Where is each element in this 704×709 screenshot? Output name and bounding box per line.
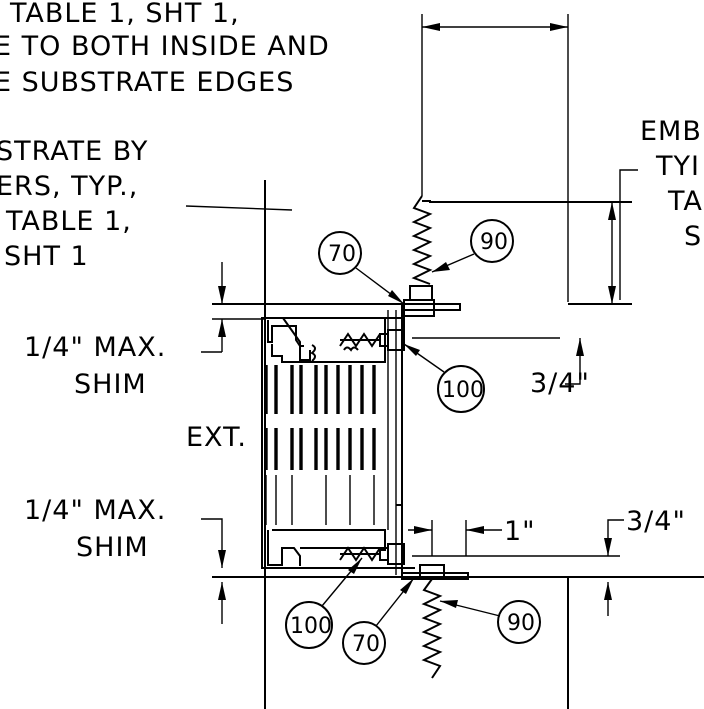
- extrusion-hatch: [264, 365, 376, 525]
- bottom-shim-label-line-2: SHIM: [76, 532, 149, 563]
- dim-1-label: 1": [504, 516, 536, 547]
- bottom-shim-label: 1/4" MAX. SHIM: [24, 495, 166, 563]
- embed-note: EMB TYI TA S: [640, 116, 703, 252]
- lower-3-4-dimension: [412, 519, 624, 616]
- substrate-note-line-4: SHT 1: [4, 241, 89, 272]
- substrate-note: STRATE BY ERS, TYP., TABLE 1, SHT 1: [0, 136, 148, 272]
- dim-3-4-upper-label: 3/4": [530, 368, 590, 399]
- substrate-note-line-2: ERS, TYP.,: [0, 171, 138, 202]
- top-shim-label: 1/4" MAX. SHIM: [24, 332, 166, 400]
- top-anchor-clip: [401, 285, 461, 348]
- embed-note-line-4: S: [684, 221, 702, 252]
- embed-note-line-2: TYI: [655, 151, 700, 182]
- callout-70-top-number: 70: [328, 242, 356, 267]
- top-anchor-screw: [411, 195, 433, 285]
- substrate-note-line-1: STRATE BY: [0, 136, 148, 167]
- substrate-leader: [185, 205, 293, 211]
- bottom-shim-dimension: [201, 518, 226, 624]
- callout-100-top-number: 100: [442, 378, 484, 403]
- embed-dimension: [608, 202, 616, 304]
- top-shim-label-line-2: SHIM: [74, 369, 147, 400]
- top-note-line-3: E SUBSTRATE EDGES: [0, 67, 294, 98]
- top-note-line-2: E TO BOTH INSIDE AND: [0, 31, 330, 62]
- top-note: TABLE 1, SHT 1, E TO BOTH INSIDE AND E S…: [0, 0, 330, 98]
- callout-90-top-number: 90: [480, 230, 508, 255]
- dim-3-4-lower-label: 3/4": [626, 506, 686, 537]
- callout-100-top: 100: [403, 343, 485, 413]
- top-shim-label-line-1: 1/4" MAX.: [24, 332, 166, 363]
- one-inch-dimension: [408, 520, 502, 556]
- callout-100-bottom: 100: [285, 557, 363, 649]
- exterior-label: EXT.: [186, 422, 247, 453]
- top-note-line-1: TABLE 1, SHT 1,: [9, 0, 240, 29]
- callout-90-bottom: 90: [439, 600, 541, 644]
- callout-90-top: 90: [431, 219, 514, 273]
- embed-note-line-3: TA: [667, 186, 703, 217]
- lower-substrate: [212, 576, 704, 709]
- bottom-anchor-screw: [421, 578, 443, 679]
- substrate-note-line-3: TABLE 1,: [5, 206, 132, 237]
- top-width-dimension: [421, 14, 569, 302]
- callout-70-bottom: 70: [342, 577, 415, 665]
- top-shim-dimension: [201, 262, 265, 353]
- upper-3-4-dimension: [412, 337, 584, 385]
- callout-70-top: 70: [318, 231, 405, 305]
- callout-90-bottom-number: 90: [507, 611, 535, 636]
- callout-100-bottom-number: 100: [290, 614, 332, 639]
- embed-note-line-1: EMB: [640, 116, 702, 147]
- bottom-frame-screw: [339, 543, 405, 565]
- embed-leader: [619, 169, 638, 300]
- callout-70-bottom-number: 70: [352, 632, 380, 657]
- frame-extrusion: [261, 304, 415, 577]
- top-frame-screw: [339, 329, 405, 351]
- bottom-shim-label-line-1: 1/4" MAX.: [24, 495, 166, 526]
